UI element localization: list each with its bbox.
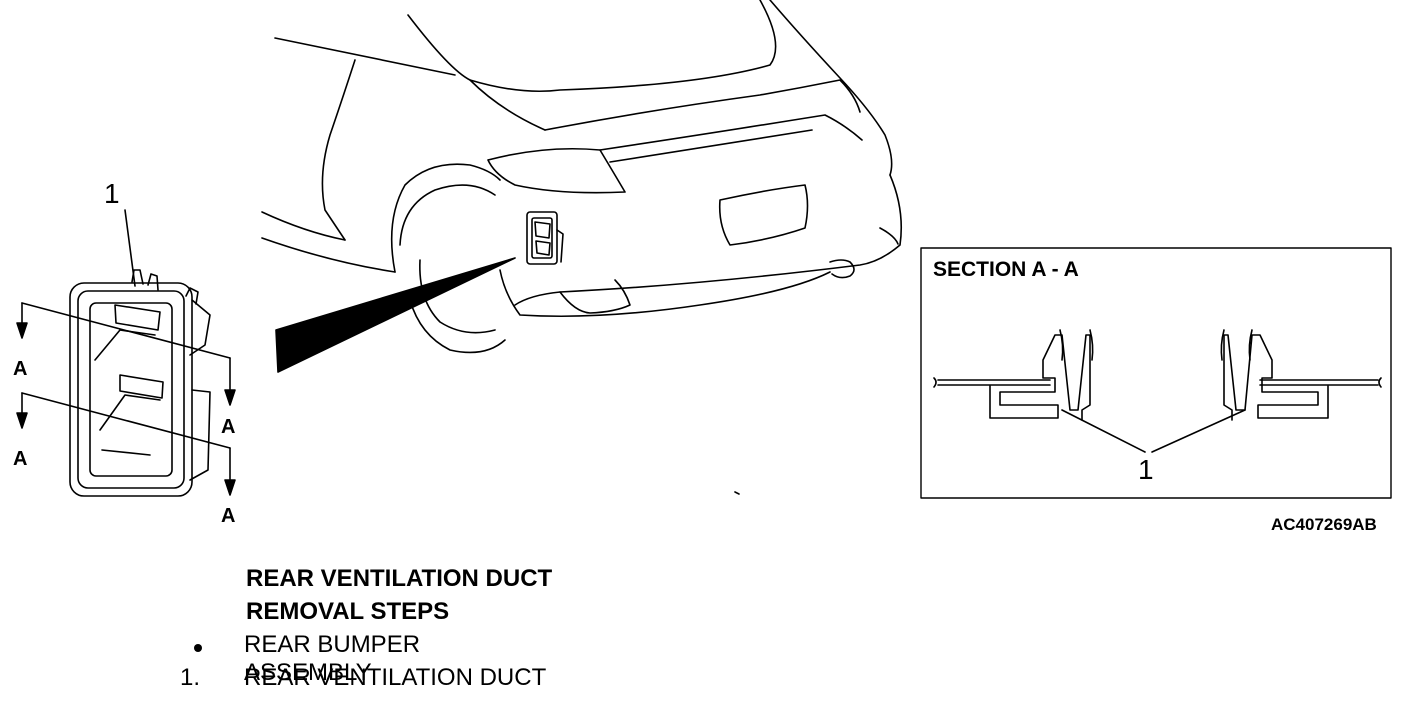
section-inset	[920, 247, 1392, 499]
section-arrow-label: A	[13, 448, 28, 470]
bullet-icon	[180, 631, 202, 659]
step-number: 1.	[180, 664, 201, 691]
step-item: REAR BUMPER ASSEMBLY	[180, 631, 552, 686]
callout-number-part: 1	[104, 178, 120, 209]
step-label: REAR VENTILATION DUCT	[244, 664, 547, 691]
car-rear-illustration	[261, 0, 903, 495]
rear-ventilation-duct-part	[69, 209, 211, 497]
section-title: SECTION A - A	[933, 258, 1079, 281]
steps-subtitle: REMOVAL STEPS	[246, 598, 450, 625]
step-label: REAR BUMPER ASSEMBLY	[244, 631, 421, 686]
section-arrow-label: A	[221, 505, 236, 527]
leader-wedge	[275, 257, 516, 373]
removal-steps: REAR VENTILATION DUCT REMOVAL STEPS REAR…	[180, 565, 552, 697]
step-item: 1. REAR VENTILATION DUCT	[180, 664, 552, 697]
figure-code: AC407269AB	[1271, 515, 1377, 534]
section-cut-lines	[16, 302, 236, 496]
section-arrow-label: A	[221, 416, 236, 438]
section-arrow-label: A	[13, 358, 28, 380]
steps-title: REAR VENTILATION DUCT	[246, 565, 553, 592]
callout-number-section: 1	[1138, 454, 1154, 485]
